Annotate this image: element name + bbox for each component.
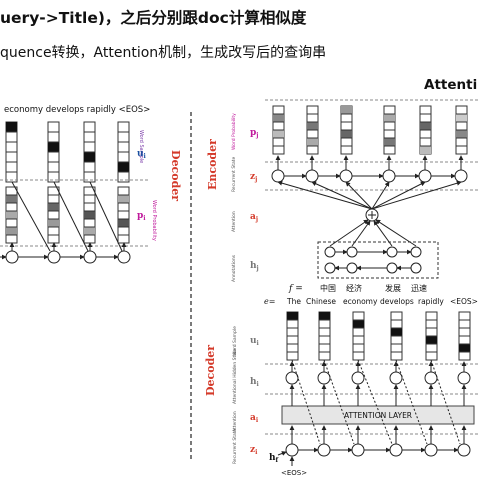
enc-annotation-box bbox=[317, 241, 439, 279]
enc-sym-a: aj bbox=[250, 212, 258, 223]
enc-note-3: Annotations bbox=[231, 254, 237, 282]
enc-sym-p: pj bbox=[250, 128, 258, 139]
left-decoder-label: Decoder bbox=[169, 150, 182, 201]
right-encoder: Encoder Word Probability Recurrent State… bbox=[206, 99, 478, 294]
left-word-prob-stacks bbox=[5, 186, 130, 244]
left-p-label: pi bbox=[137, 211, 146, 222]
attention-layer-label: ATTENTION LAYER bbox=[344, 411, 412, 420]
enc-note-0: Word Probability bbox=[231, 113, 237, 150]
left-u-label: ui bbox=[137, 149, 147, 160]
enc-attention-fan bbox=[277, 180, 462, 247]
dec-sym-a: ai bbox=[250, 413, 259, 424]
enc-annotation-nodes bbox=[324, 246, 422, 274]
dec-note-3: Recurrent State bbox=[232, 429, 238, 464]
left-word-prob-note: Word Probability bbox=[151, 200, 157, 241]
dec-state-nodes bbox=[285, 359, 471, 457]
enc-state-nodes bbox=[271, 155, 468, 183]
attention-caption: Attenti bbox=[424, 77, 478, 93]
left-word-sample-stacks bbox=[5, 121, 130, 183]
attention-layer-box bbox=[281, 405, 475, 425]
dec-attn-arrows bbox=[289, 384, 467, 406]
dec-sym-h: hi bbox=[250, 377, 260, 388]
left-diagram: economy develops rapidly <EOS> bbox=[0, 105, 182, 264]
enc-sym-h: hj bbox=[250, 261, 259, 272]
source-word-2: 发展 bbox=[385, 283, 401, 293]
dec-note-1: Attentional Hidden State bbox=[232, 348, 238, 404]
dec-sym-u: ui bbox=[250, 336, 260, 347]
target-word-3: develops bbox=[380, 297, 414, 306]
heading-line-1: uery->Title)，之后分别跟doc计算相似度 bbox=[0, 9, 307, 27]
target-e-label: e= bbox=[264, 297, 275, 306]
target-word-2: economy bbox=[343, 297, 378, 306]
source-word-3: 迅速 bbox=[411, 284, 427, 293]
dec-note-0: Word Sample bbox=[232, 326, 238, 356]
enc-note-2: Attention bbox=[231, 211, 237, 232]
dec-word-sample-stacks bbox=[286, 311, 471, 361]
target-word-4: rapidly bbox=[418, 297, 444, 306]
left-word-sample-note: Word Sample bbox=[138, 130, 144, 163]
dec-hidden-nodes bbox=[285, 361, 471, 385]
left-top-tokens: economy develops rapidly <EOS> bbox=[4, 105, 150, 115]
left-state-nodes bbox=[0, 181, 131, 264]
enc-sym-z: zj bbox=[250, 172, 257, 183]
enc-note-1: Recurrent State bbox=[231, 157, 237, 192]
source-word-0: 中国 bbox=[320, 283, 336, 293]
eos-bottom: <EOS> bbox=[281, 469, 307, 477]
encoder-label: Encoder bbox=[206, 139, 219, 190]
dec-sym-z: zi bbox=[250, 445, 258, 456]
decoder-label: Decoder bbox=[204, 345, 217, 396]
source-word-1: 经济 bbox=[346, 283, 362, 293]
target-word-5: <EOS> bbox=[450, 297, 478, 306]
right-decoder: e= The Chinese economy develops rapidly … bbox=[204, 297, 478, 477]
target-word-0: The bbox=[286, 297, 301, 306]
target-word-1: Chinese bbox=[306, 297, 336, 306]
heading-line-2: quence转换，Attention机制，生成改写后的查询串 bbox=[0, 45, 327, 61]
enc-prob-stacks bbox=[272, 105, 468, 155]
hf-label: hf bbox=[269, 453, 279, 464]
source-f-label: f = bbox=[288, 284, 303, 294]
dec-note-2: Attention bbox=[232, 411, 238, 432]
